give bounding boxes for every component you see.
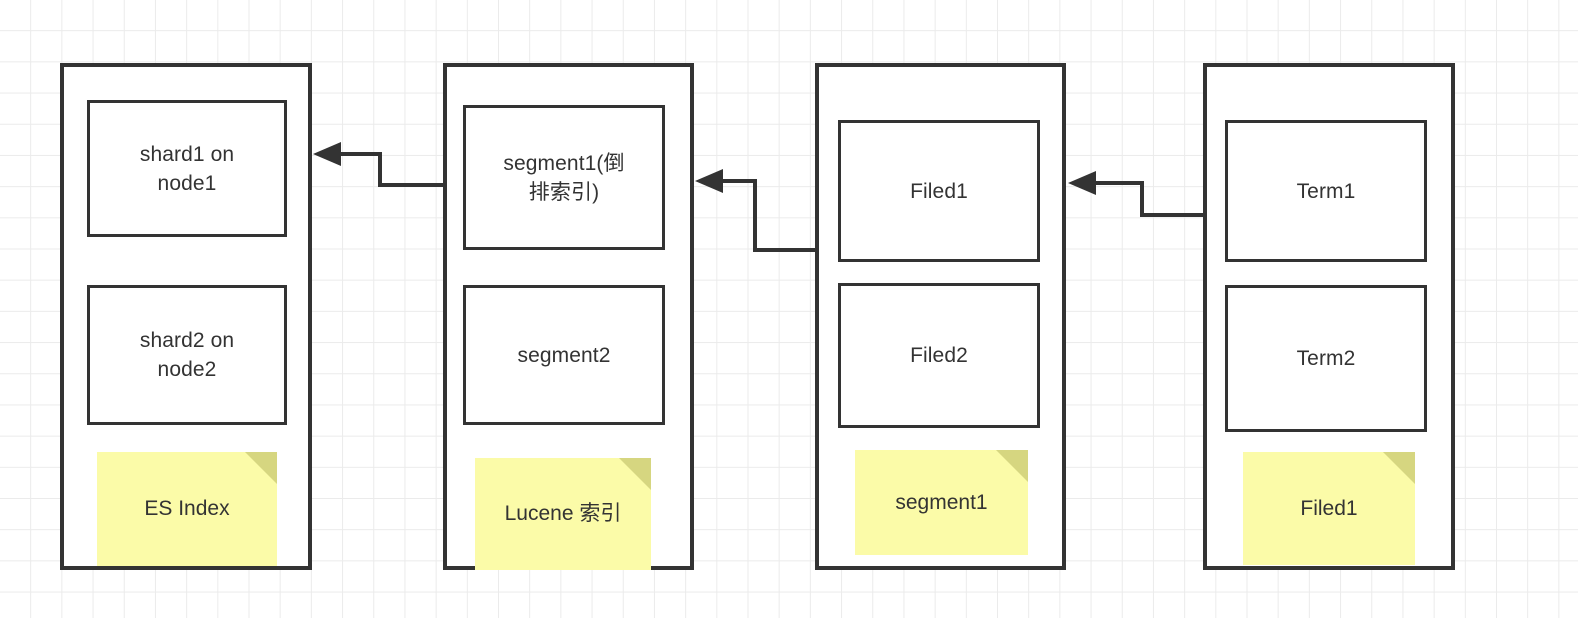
arrowhead-icon xyxy=(313,142,341,166)
note-fold-corner-icon xyxy=(996,450,1028,482)
connector-lucene-to-es xyxy=(313,142,443,187)
note-filed1-label: Filed1 xyxy=(1300,496,1358,520)
box-shard1[interactable]: shard1 on node1 xyxy=(87,100,287,237)
box-term1[interactable]: Term1 xyxy=(1225,120,1427,262)
note-es-index[interactable]: ES Index xyxy=(97,452,277,566)
note-fold-corner-icon xyxy=(245,452,277,484)
box-term2-label: Term2 xyxy=(1296,347,1356,370)
note-lucene-index[interactable]: Lucene 索引 xyxy=(475,458,651,570)
arrowhead-icon xyxy=(1068,171,1096,195)
box-filed1-label: Filed1 xyxy=(910,179,968,203)
box-filed1[interactable]: Filed1 xyxy=(838,120,1040,262)
note-fold-corner-icon xyxy=(1383,452,1415,484)
box-shard2[interactable]: shard2 on node2 xyxy=(87,285,287,425)
box-filed2-label: Filed2 xyxy=(910,344,968,367)
note-es-index-label: ES Index xyxy=(144,497,230,520)
note-fold-corner-icon xyxy=(619,458,651,490)
box-segment1-label: segment1(倒 排索引) xyxy=(503,151,625,204)
box-filed2[interactable]: Filed2 xyxy=(838,283,1040,428)
note-lucene-index-label: Lucene 索引 xyxy=(504,502,622,525)
note-filed1[interactable]: Filed1 xyxy=(1243,452,1415,565)
connector-filed-to-segment xyxy=(1068,171,1203,217)
box-term1-label: Term1 xyxy=(1296,179,1356,203)
connector-segment-to-lucene xyxy=(695,169,815,252)
note-segment1[interactable]: segment1 xyxy=(855,450,1028,555)
box-shard2-label: shard2 on node2 xyxy=(139,329,235,381)
note-segment1-label: segment1 xyxy=(895,490,988,514)
box-segment2[interactable]: segment2 xyxy=(463,285,665,425)
box-segment2-label: segment2 xyxy=(517,343,611,367)
arrowhead-icon xyxy=(695,169,723,193)
box-shard1-label: shard1 on node1 xyxy=(139,142,235,195)
box-segment1[interactable]: segment1(倒 排索引) xyxy=(463,105,665,250)
box-term2[interactable]: Term2 xyxy=(1225,285,1427,432)
